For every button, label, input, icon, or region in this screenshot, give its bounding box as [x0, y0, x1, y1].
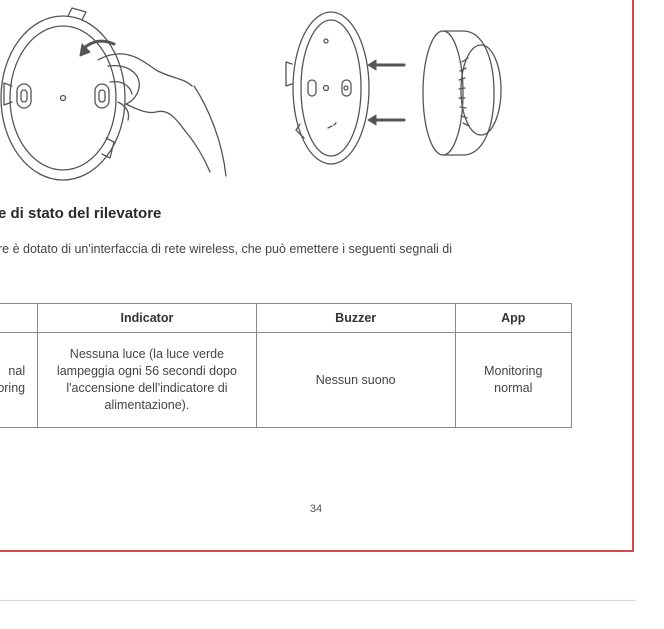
status-table: us Indicator Buzzer App nal oring Nessun…: [0, 303, 573, 428]
indicator-line: alimentazione).: [104, 398, 190, 412]
page-number: 34: [309, 503, 323, 515]
manual-page: e di stato del rilevatore re è dotato di…: [0, 0, 634, 552]
status-line: oring: [0, 381, 26, 395]
buzzer-cell: Nessun suono: [255, 332, 456, 428]
column-header-indicator: Indicator: [37, 303, 257, 333]
page-divider: [0, 600, 636, 601]
app-line: Monitoring: [484, 364, 543, 378]
indicator-line: Nessuna luce (la luce verde: [69, 347, 225, 361]
app-line: normal: [494, 381, 533, 395]
app-cell: Monitoring normal: [454, 332, 573, 428]
status-cell: nal oring: [0, 332, 39, 428]
table-row: nal oring Nessuna luce (la luce verde la…: [0, 332, 573, 428]
table-header-row: us Indicator Buzzer App: [0, 303, 573, 333]
column-header-buzzer: Buzzer: [255, 303, 456, 333]
indicator-line: l'accensione dell'indicatore di: [66, 381, 228, 395]
column-header-app: App: [454, 303, 573, 333]
column-header-status: us: [0, 303, 39, 333]
status-line: nal: [8, 364, 26, 378]
mount-and-detector-assembly-figure: [285, 11, 502, 165]
section-heading: e di stato del rilevatore: [0, 205, 162, 222]
indicator-line: lampeggia ogni 56 secondi dopo: [56, 364, 237, 378]
indicator-cell: Nessuna luce (la luce verde lampeggia og…: [37, 332, 257, 428]
hand-rotating-mount-figure: [0, 7, 227, 181]
section-description: re è dotato di un'interfaccia di rete wi…: [0, 242, 453, 256]
